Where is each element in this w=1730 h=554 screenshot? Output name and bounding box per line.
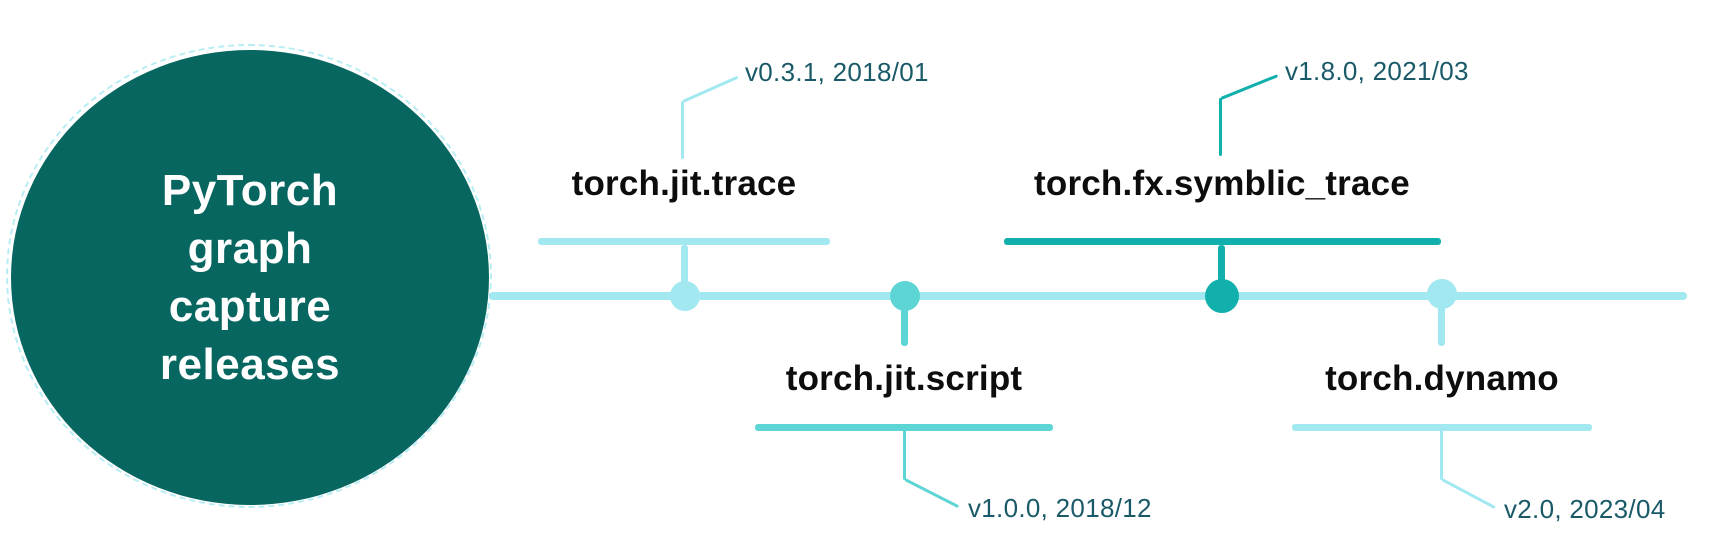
milestone-label: torch.dynamo (1325, 359, 1559, 398)
release-annotation: v0.3.1, 2018/01 (745, 57, 929, 87)
annotation-connector-vertical (681, 101, 684, 159)
annotation-connector-diagonal (682, 75, 739, 103)
release-annotation: v1.0.0, 2018/12 (968, 493, 1152, 523)
timeline-dot (1427, 279, 1457, 309)
timeline-stem (1438, 294, 1445, 346)
timeline-dot (890, 281, 920, 311)
title-circle: PyTorch graph capture releases (11, 50, 489, 505)
label-underline (1292, 424, 1592, 431)
annotation-connector-vertical (1219, 98, 1222, 156)
milestone-label: torch.jit.script (785, 359, 1023, 398)
annotation-connector-diagonal (1220, 74, 1279, 100)
timeline-dot (670, 281, 700, 311)
timeline-dot (1205, 279, 1239, 313)
label-underline (755, 424, 1053, 431)
label-underline (538, 238, 830, 245)
release-annotation: v2.0, 2023/04 (1504, 494, 1666, 524)
annotation-connector-diagonal (1441, 478, 1496, 509)
annotation-connector-diagonal (904, 478, 960, 509)
timeline-stem (901, 296, 908, 346)
release-annotation: v1.8.0, 2021/03 (1285, 56, 1469, 86)
annotation-connector-vertical (903, 429, 906, 480)
timeline-stem (1218, 245, 1225, 297)
dashed-ring-decoration (6, 44, 492, 508)
milestone-label: torch.jit.trace (571, 164, 797, 203)
timeline-stem (681, 245, 688, 297)
timeline-axis (489, 292, 1687, 300)
milestone-label: torch.fx.symblic_trace (1034, 164, 1410, 203)
annotation-connector-vertical (1440, 429, 1443, 480)
label-underline (1004, 238, 1441, 245)
diagram-title: PyTorch graph capture releases (159, 165, 341, 389)
